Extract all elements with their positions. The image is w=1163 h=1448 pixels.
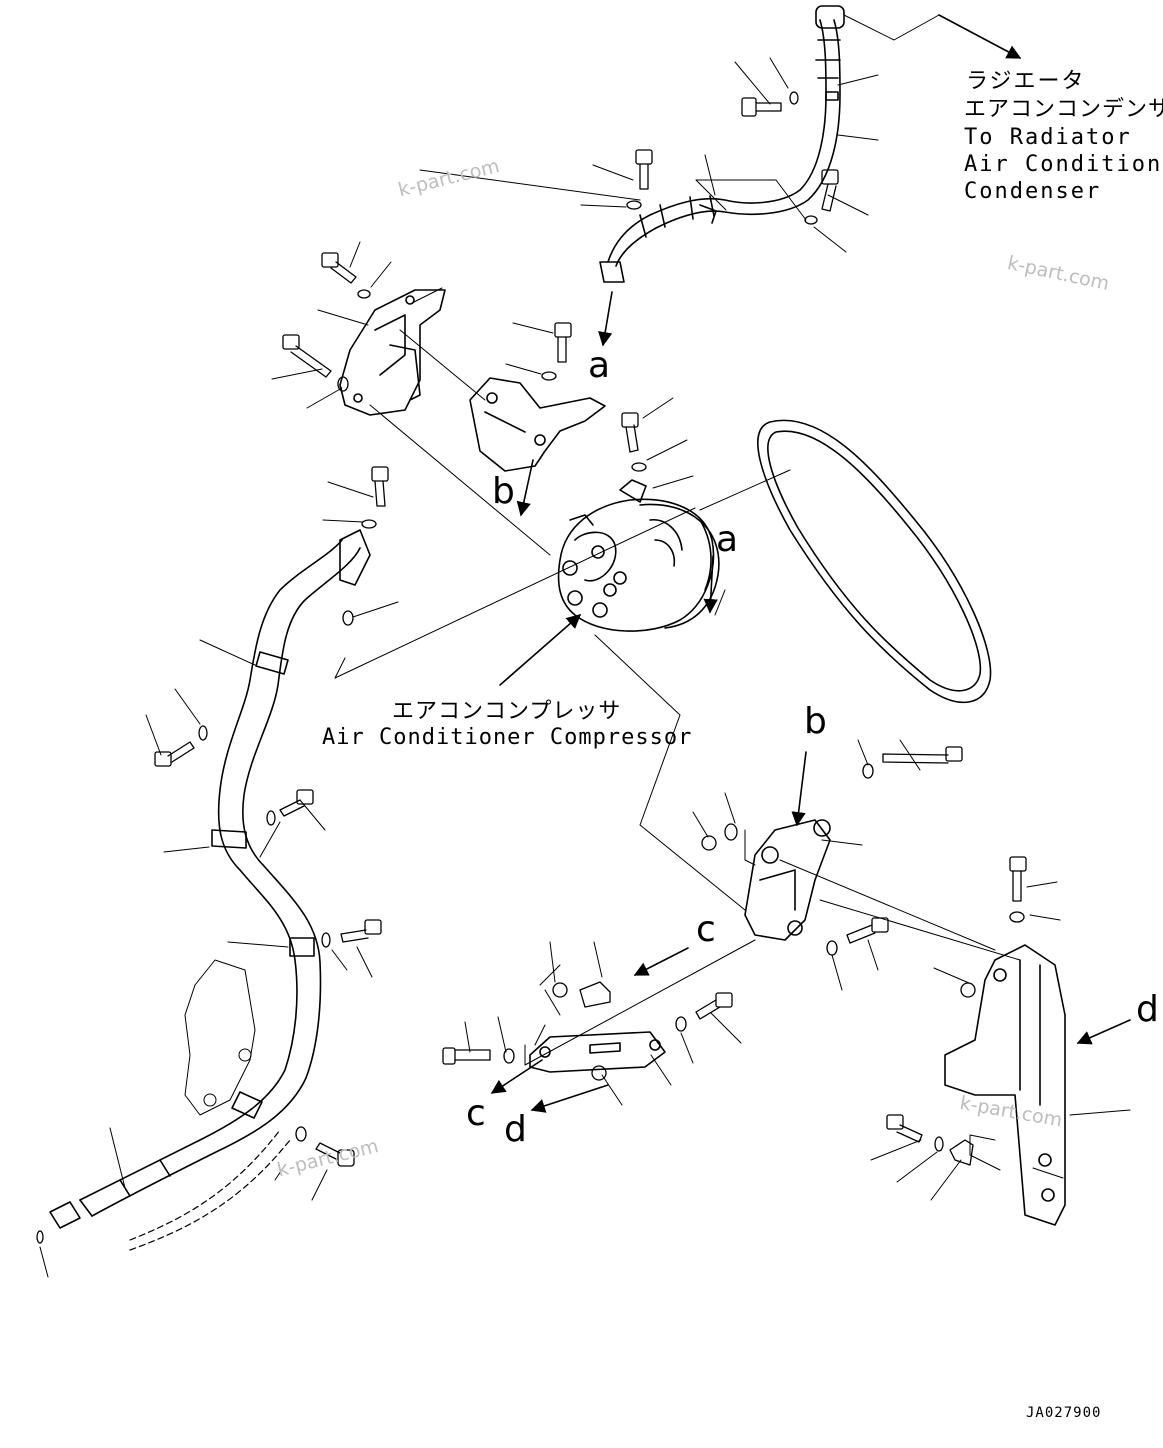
radiator-label-en-2: Air Conditioner [964, 152, 1163, 177]
left-hose [49, 529, 371, 1229]
engine-bracket [184, 959, 256, 1116]
ref-arrows [490, 14, 1131, 1113]
tension-bracket [744, 819, 831, 941]
document-id: JA027900 [1026, 1405, 1102, 1421]
leader-lines [39, 14, 1131, 1278]
right-mount-bracket [944, 944, 1066, 1226]
drive-belt [757, 419, 992, 704]
mid-bracket [469, 377, 606, 472]
radiator-label-en-1: To Radiator [964, 125, 1132, 150]
ref-label-b-left: b [492, 471, 515, 512]
upper-left-bracket [339, 289, 446, 416]
compressor [557, 479, 720, 632]
radiator-label-jp-2: エアコンコンデンサへ [964, 97, 1163, 122]
upper-hose [599, 5, 845, 283]
ref-label-a-top: a [588, 345, 611, 386]
radiator-label-jp-1: ラジエータ [966, 69, 1086, 94]
ref-label-d-right: d [1136, 989, 1159, 1030]
compressor-label-jp: エアコンコンプレッサ [392, 699, 622, 724]
ref-label-c-left: c [466, 1093, 486, 1134]
ref-label-b-lower: b [804, 701, 827, 742]
compressor-label-en: Air Conditioner Compressor [322, 725, 693, 750]
radiator-label-en-3: Condenser [964, 179, 1102, 204]
ref-label-d-left: d [504, 1109, 527, 1150]
ref-label-a-right: a [716, 519, 739, 560]
ref-label-c-right: c [696, 909, 716, 950]
adjust-plate [529, 1031, 666, 1073]
fasteners [36, 91, 1027, 1244]
